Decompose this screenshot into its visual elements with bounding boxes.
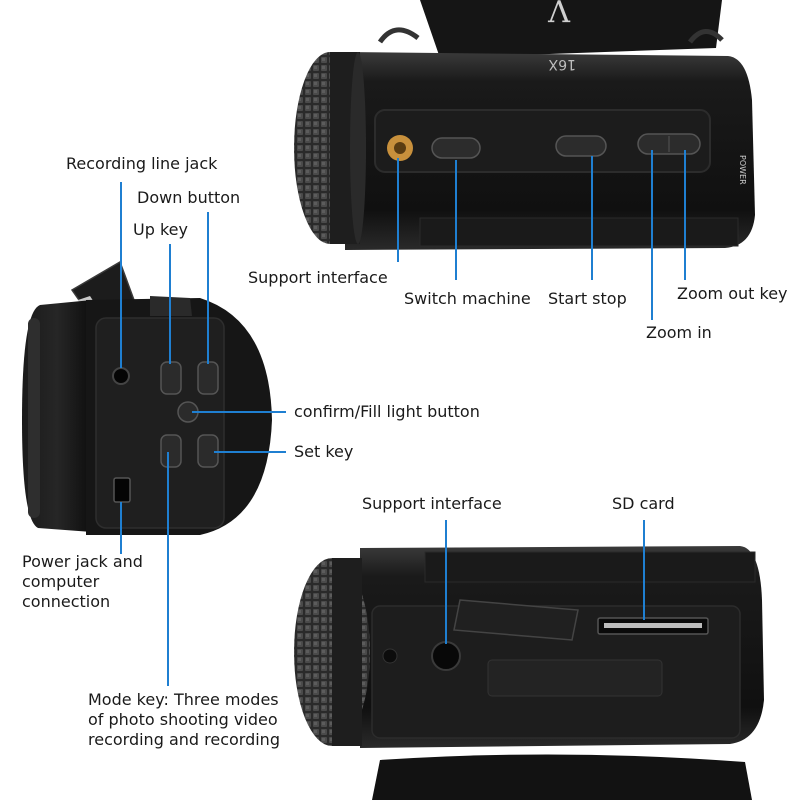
camera-strap-top	[420, 0, 722, 58]
down-key[interactable]	[197, 361, 219, 395]
tripod-mount-bottom	[431, 641, 461, 671]
power-print: POWER	[738, 155, 747, 185]
label-power-jack: Power jack and computer connection	[22, 552, 143, 611]
label-mode-key: Mode key: Three modes of photo shooting …	[88, 690, 280, 749]
label-support-interface-top: Support interface	[248, 268, 388, 287]
label-sd-card: SD card	[612, 494, 675, 513]
label-confirm-fill-light: confirm/Fill light button	[294, 402, 480, 421]
camera-bottom-view	[294, 546, 764, 800]
camera-back-view	[22, 260, 272, 535]
av-jack[interactable]	[112, 367, 130, 385]
label-zoom-out-key: Zoom out key	[677, 284, 788, 303]
sd-cover-flap	[453, 599, 579, 641]
label-recording-line-jack: Recording line jack	[66, 154, 218, 173]
start-stop-button[interactable]	[555, 135, 607, 157]
up-key[interactable]	[160, 361, 182, 395]
mode-key[interactable]	[160, 434, 182, 468]
label-switch-machine: Switch machine	[404, 289, 531, 308]
label-down-button: Down button	[137, 188, 241, 207]
label-support-interface-bottom: Support interface	[362, 494, 502, 513]
strap-ring	[377, 27, 420, 44]
leader-lines	[120, 150, 686, 686]
strap-print: V	[547, 0, 571, 27]
label-zoom-in: Zoom in	[646, 323, 712, 342]
label-up-key: Up key	[133, 220, 188, 239]
label-set-key: Set key	[294, 442, 354, 461]
zoom-print: 16X	[548, 56, 576, 72]
usb-port[interactable]	[113, 477, 131, 503]
switch-button[interactable]	[431, 137, 481, 159]
label-start-stop: Start stop	[548, 289, 627, 308]
camera-strap-bottom	[372, 754, 752, 800]
